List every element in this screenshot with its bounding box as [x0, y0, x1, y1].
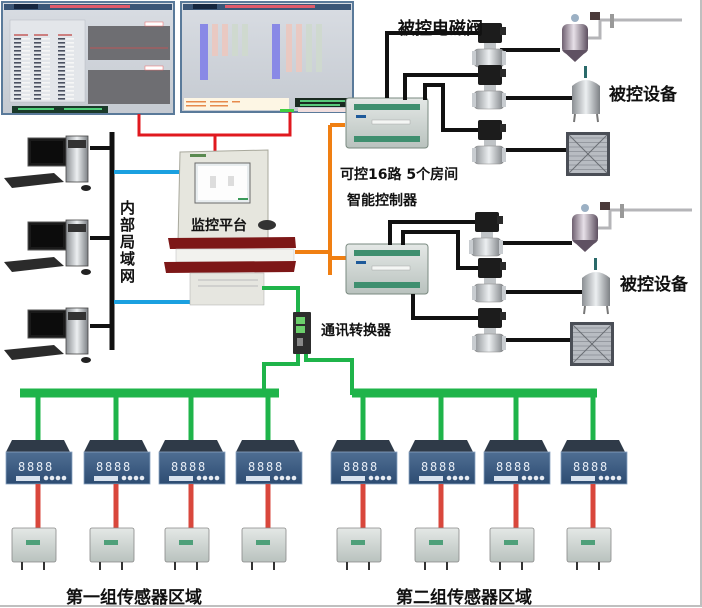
solenoid-valve — [472, 23, 506, 68]
meter-digit: 8 — [198, 460, 205, 474]
screen-link-lines — [137, 112, 292, 152]
meter-digit: 8 — [266, 460, 273, 474]
sensor-transmitter — [489, 527, 535, 570]
controller-name-label: 智能控制器 — [347, 193, 417, 209]
meter-digit: 8 — [439, 460, 446, 474]
meter-digit: 8 — [180, 460, 187, 474]
meter-digit: 8 — [370, 460, 377, 474]
meter-digit: 8 — [275, 460, 282, 474]
controlled-equipment-label-2: 被控设备 — [620, 275, 688, 295]
lan-backbone — [90, 132, 190, 350]
reactor-vessel — [582, 258, 610, 315]
meter-digit: 8 — [523, 460, 530, 474]
meter-digit: 8 — [123, 460, 130, 474]
sensor-transmitter — [414, 527, 460, 570]
meter-digit: 8 — [430, 460, 437, 474]
steam-tank — [562, 12, 682, 62]
exhaust-fan — [566, 132, 610, 176]
meter-digit: 8 — [96, 460, 103, 474]
meter-digit: 8 — [189, 460, 196, 474]
meter-digit: 8 — [514, 460, 521, 474]
meter-digit: 8 — [36, 460, 43, 474]
workstation-pc — [4, 219, 91, 275]
sensor-transmitter — [164, 527, 210, 570]
meter-digit: 8 — [591, 460, 598, 474]
meter-digit: 8 — [448, 460, 455, 474]
sensor-group-2-label: 第二组传感器区域 — [396, 588, 532, 608]
sensor-transmitter — [566, 527, 612, 570]
meter-digit: 8 — [352, 460, 359, 474]
meter-digit: 8 — [582, 460, 589, 474]
meter-digit: 8 — [505, 460, 512, 474]
sensor-transmitter — [11, 527, 57, 570]
meter-digit: 8 — [496, 460, 503, 474]
meter-digit: 8 — [45, 460, 52, 474]
meter-digit: 8 — [105, 460, 112, 474]
meter-digit: 8 — [421, 460, 428, 474]
sensor-group-1-label: 第一组传感器区域 — [66, 588, 202, 608]
monitor-platform-label: 监控平台 — [191, 218, 247, 234]
meter-digit: 8 — [248, 460, 255, 474]
workstation-pc — [4, 307, 91, 363]
controlled-equipment-label-1: 被控设备 — [609, 85, 677, 105]
controller-capacity-label: 可控16路 5个房间 — [340, 167, 459, 183]
sensor-bus — [20, 286, 597, 398]
valve-cables — [385, 31, 582, 342]
solenoid-valve — [472, 65, 506, 110]
sensor-transmitter — [336, 527, 382, 570]
reactor-vessel — [572, 66, 600, 123]
solenoid-valve — [472, 258, 506, 303]
smart-controller — [345, 97, 429, 149]
meter-digit: 8 — [18, 460, 25, 474]
solenoid-valve — [469, 212, 503, 257]
workstation-pc — [4, 135, 91, 191]
solenoid-valve-label: 被控电磁阀 — [398, 19, 483, 39]
monitoring-screen-2 — [180, 1, 354, 113]
meter-digit: 8 — [114, 460, 121, 474]
meter-digit: 8 — [171, 460, 178, 474]
comm-converter — [293, 312, 311, 354]
meter-digit: 8 — [257, 460, 264, 474]
lan-label: 内部局域网 — [118, 200, 136, 285]
meter-digit: 8 — [573, 460, 580, 474]
smart-controller — [345, 243, 429, 295]
solenoid-valve — [472, 308, 506, 353]
meter-digit: 8 — [27, 460, 34, 474]
meter-digit: 8 — [343, 460, 350, 474]
monitor-platform — [164, 149, 296, 306]
sensor-transmitter — [89, 527, 135, 570]
sensor-transmitter — [241, 527, 287, 570]
controller-link-lines — [295, 123, 346, 275]
meter-digit: 8 — [600, 460, 607, 474]
comm-converter-label: 通讯转换器 — [321, 323, 391, 339]
monitoring-screen-1 — [1, 1, 175, 115]
steam-tank — [572, 202, 692, 252]
solenoid-valve — [472, 120, 506, 165]
meter-digit: 8 — [361, 460, 368, 474]
exhaust-fan — [570, 322, 614, 366]
